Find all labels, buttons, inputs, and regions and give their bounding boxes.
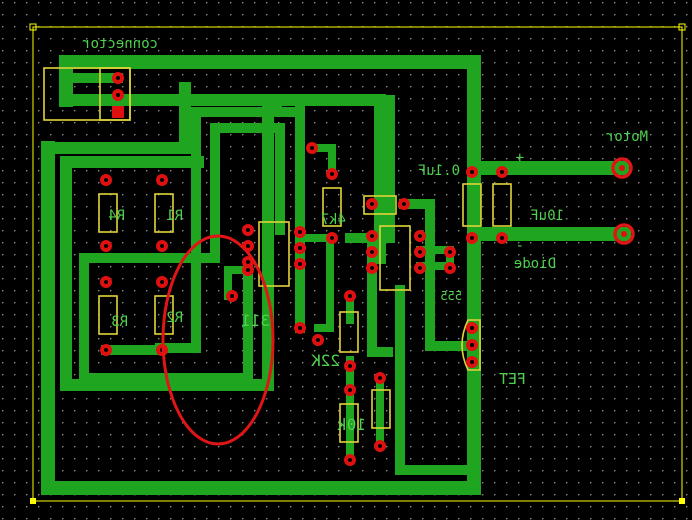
labels: connector Motor 0.1uF 10uF + - Diode R4 …	[82, 36, 648, 434]
trace-4k7	[296, 234, 334, 332]
pad-drill-hole	[370, 202, 374, 206]
pad-drill-hole	[348, 364, 352, 368]
pad-drill-hole	[470, 326, 474, 330]
pad-drill-hole	[470, 360, 474, 364]
r-22k-body	[339, 311, 359, 353]
pad-drill-hole	[348, 388, 352, 392]
pad-drill-hole	[298, 246, 302, 250]
trace-ic-in	[224, 266, 252, 300]
r3-body	[98, 295, 118, 335]
trace-top-rail	[60, 94, 386, 264]
label-r4: R4	[108, 208, 125, 224]
label-ic-311: 311	[241, 311, 270, 330]
pad-drill-hole	[246, 268, 250, 272]
cap-01uf-body	[462, 183, 482, 227]
label-r1: R1	[166, 208, 183, 224]
trace-4k7-top	[308, 144, 336, 174]
pad-drill-hole	[370, 234, 374, 238]
pad-drill-hole	[104, 280, 108, 284]
pad-drill-hole	[418, 250, 422, 254]
pad-drill-hole	[402, 202, 406, 206]
pad-drill-hole	[298, 262, 302, 266]
trace-r-mid	[79, 123, 285, 263]
r1-body	[154, 193, 174, 233]
pad-drill-hole	[104, 178, 108, 182]
label-cap-10: 10uF	[530, 208, 564, 224]
pad-drill-hole	[160, 244, 164, 248]
label-r3: R3	[111, 314, 128, 330]
label-10k: 10k	[337, 415, 366, 434]
connector-pin-block	[99, 67, 131, 121]
label-plus: +	[516, 150, 524, 166]
pad-drill-hole	[298, 230, 302, 234]
trace-bottom-right	[395, 285, 479, 475]
label-555: 555	[440, 289, 462, 303]
pad-drill-hole	[104, 348, 108, 352]
pad-drill-hole	[116, 76, 120, 80]
ic-555-body	[379, 225, 411, 291]
trace-555-out	[399, 199, 479, 351]
pad-drill-hole	[330, 236, 334, 240]
r-10k-body	[339, 403, 359, 443]
pad-drill-hole	[378, 444, 382, 448]
pad-drill-hole	[230, 294, 234, 298]
pad-drill-hole	[348, 458, 352, 462]
pad-drill-hole	[298, 326, 302, 330]
pad-drill-hole	[500, 170, 504, 174]
label-connector: connector	[82, 36, 158, 52]
motor-terminals[interactable]	[611, 157, 635, 245]
pad-drill-hole	[470, 236, 474, 240]
pad-drill-hole	[470, 343, 474, 347]
trace-r2	[101, 107, 295, 355]
label-minus: -	[516, 238, 524, 254]
highlight-ellipse	[161, 234, 275, 446]
ic-311-body	[258, 221, 290, 287]
square-pad	[112, 106, 124, 118]
fet-body	[461, 319, 481, 371]
r4-body	[98, 193, 118, 233]
r-4k7-body	[322, 187, 342, 227]
pad-drill-hole	[160, 280, 164, 284]
board-outline	[29, 23, 686, 504]
label-diode: Diode	[514, 256, 556, 272]
pad-drill-hole	[370, 266, 374, 270]
pad-drill-hole	[378, 376, 382, 380]
pads	[100, 72, 508, 466]
pad-drill-hole	[418, 234, 422, 238]
label-cap-01: 0.1uF	[418, 163, 460, 179]
label-motor: Motor	[606, 129, 648, 145]
silkscreen	[43, 67, 512, 443]
pad-drill-hole	[470, 170, 474, 174]
cap-01-body	[363, 195, 397, 215]
pad-drill-hole	[348, 294, 352, 298]
label-fet: FET	[499, 370, 526, 388]
pad-drill-hole	[418, 266, 422, 270]
pad-drill-hole	[316, 338, 320, 342]
pad-drill-hole	[246, 244, 250, 248]
pad-drill-hole	[330, 172, 334, 176]
pad-drill-hole	[370, 250, 374, 254]
r-10k-right-body	[371, 389, 391, 429]
pad-drill-hole	[246, 228, 250, 232]
pad-drill-hole	[448, 266, 452, 270]
pad-drill-hole	[448, 250, 452, 254]
label-r2: R2	[166, 310, 183, 326]
trace-connector-left	[42, 82, 191, 154]
label-22k: 22K	[311, 351, 340, 370]
pad-drill-hole	[116, 93, 120, 97]
pad-drill-hole	[500, 236, 504, 240]
pad-drill-hole	[246, 260, 250, 264]
pad-drill-hole	[104, 244, 108, 248]
cap-10uf-body	[492, 183, 512, 227]
label-4k7: 4k7	[321, 212, 346, 228]
trace-555-left	[345, 233, 393, 357]
pad-drill-hole	[160, 178, 164, 182]
pad-drill-hole	[310, 146, 314, 150]
